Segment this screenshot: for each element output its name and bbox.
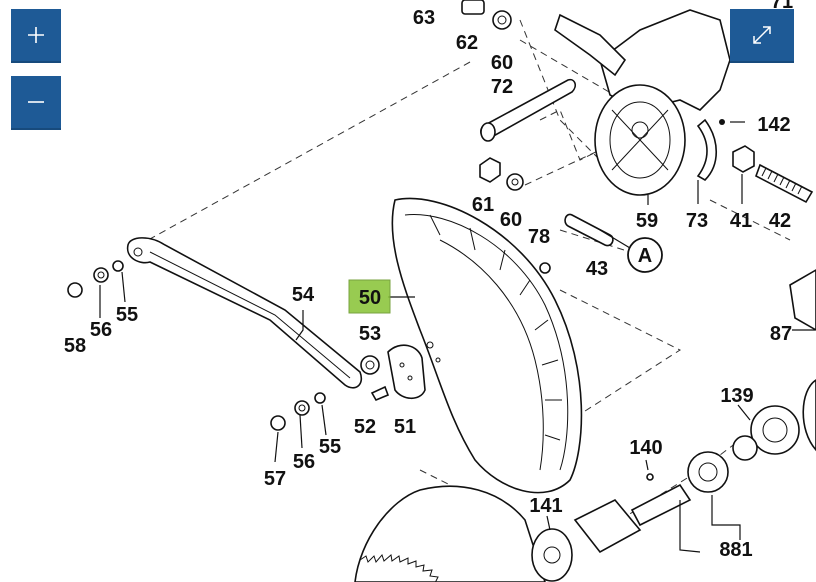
callout-43: 43 [586, 258, 608, 280]
callout-56: 56 [90, 319, 112, 341]
callout-58: 58 [64, 335, 86, 357]
callout-60: 60 [500, 209, 522, 231]
minus-icon [28, 101, 44, 103]
highlighted-callout[interactable]: 50 [348, 279, 391, 314]
callout-41: 41 [730, 210, 752, 232]
lever-arm-part[interactable] [126, 237, 363, 389]
callout-52: 52 [354, 416, 376, 438]
expand-icon [753, 26, 771, 44]
callout-55: 55 [116, 304, 138, 326]
callout-56: 56 [293, 451, 315, 473]
zoom-out-button[interactable] [11, 76, 61, 128]
motor-housing-part[interactable] [554, 9, 731, 196]
callout-61: 61 [472, 194, 494, 216]
plus-icon [28, 27, 44, 43]
callout-60: 60 [491, 52, 513, 74]
callout-59: 59 [636, 210, 658, 232]
hardware-parts [67, 0, 816, 582]
callout-51: 51 [394, 416, 416, 438]
callout-63: 63 [413, 7, 435, 29]
assembly-guide-lines [129, 19, 791, 521]
callout-62: 62 [456, 32, 478, 54]
callout-87: 87 [770, 323, 792, 345]
fullscreen-button[interactable] [730, 9, 794, 61]
callout-881: 881 [719, 539, 752, 561]
callout-54: 54 [292, 284, 315, 306]
callout-50: 50 [359, 287, 381, 309]
blade-guard-part[interactable] [391, 197, 583, 494]
callout-73: 73 [686, 210, 708, 232]
reference-marker-a: A [627, 237, 663, 273]
callout-142: 142 [757, 114, 790, 136]
saw-blade-part[interactable] [354, 485, 546, 582]
callout-57: 57 [264, 468, 286, 490]
leader-lines [99, 121, 815, 553]
callout-53: 53 [359, 323, 381, 345]
callout-141: 141 [529, 495, 562, 517]
callout-55: 55 [319, 436, 341, 458]
callout-labels: 63 62 60 72 61 60 78 59 73 41 42 142 71 … [64, 0, 793, 561]
callout-a: A [638, 245, 652, 267]
callout-78: 78 [528, 226, 550, 248]
callout-140: 140 [629, 437, 662, 459]
callout-42: 42 [769, 210, 791, 232]
callout-72: 72 [491, 76, 513, 98]
callout-139: 139 [720, 385, 753, 407]
zoom-in-button[interactable] [11, 9, 61, 61]
